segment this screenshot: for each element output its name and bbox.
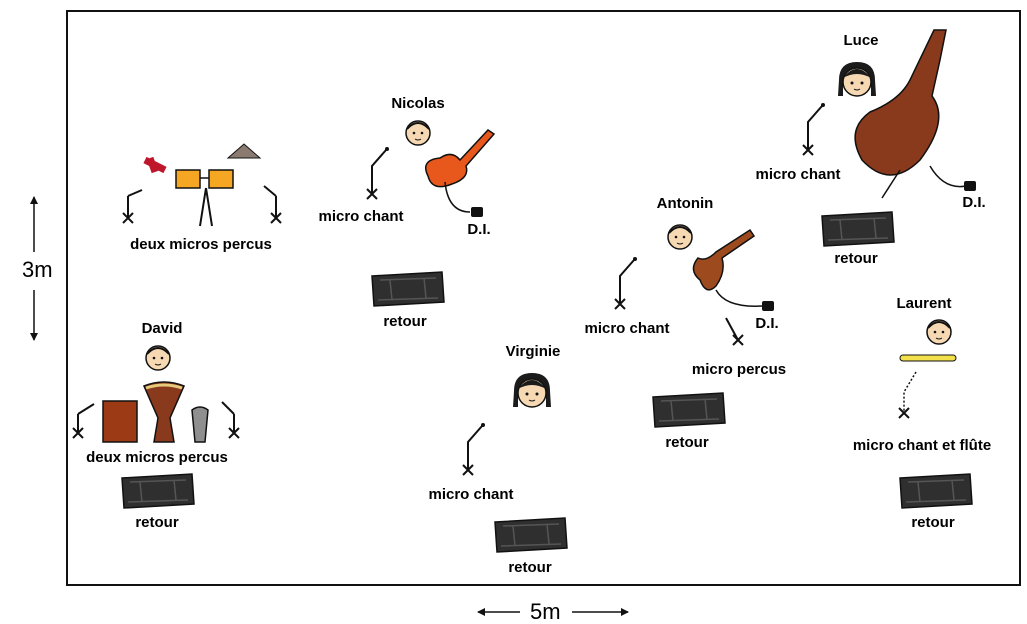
monitor-nicolas — [371, 271, 445, 307]
label-di-nicolas: D.I. — [467, 221, 491, 238]
name-virginie: Virginie — [505, 343, 561, 360]
label-micro-chant-antonin: micro chant — [584, 320, 670, 337]
label-di-luce: D.I. — [962, 194, 986, 211]
label-retour-luce: retour — [834, 250, 878, 267]
laurent-setup — [898, 319, 957, 419]
label-retour-laurent: retour — [911, 514, 955, 531]
name-david: David — [141, 320, 183, 337]
label-micro-chant-nicolas: micro chant — [318, 208, 404, 225]
width-label: 5m — [530, 599, 561, 624]
luce-setup — [802, 29, 976, 199]
virginie-setup — [462, 372, 552, 476]
monitor-david — [121, 473, 195, 509]
name-laurent: Laurent — [896, 295, 952, 312]
width-dimension-arrow — [477, 608, 629, 616]
label-retour-antonin: retour — [665, 434, 709, 451]
stage-area — [66, 10, 1021, 586]
percussion-set-david — [72, 345, 240, 443]
label-micro-chant-virginie: micro chant — [428, 486, 514, 503]
monitor-luce — [821, 211, 895, 247]
name-luce: Luce — [843, 32, 879, 49]
antonin-setup — [614, 224, 774, 346]
name-antonin: Antonin — [656, 195, 714, 212]
name-nicolas: Nicolas — [391, 95, 445, 112]
nicolas-setup — [366, 120, 496, 217]
height-dimension-arrow — [30, 196, 38, 341]
label-deux-micros-percus-top: deux micros percus — [130, 236, 272, 253]
label-di-antonin: D.I. — [755, 315, 779, 332]
label-retour-virginie: retour — [508, 559, 552, 576]
label-retour-david: retour — [135, 514, 179, 531]
label-micro-percus-antonin: micro percus — [691, 361, 787, 378]
label-retour-nicolas: retour — [383, 313, 427, 330]
monitor-laurent — [899, 473, 973, 509]
height-label: 3m — [22, 257, 53, 282]
label-micro-chant-luce: micro chant — [755, 166, 841, 183]
label-deux-micros-percus-david: deux micros percus — [86, 449, 228, 466]
percussion-set-top — [122, 143, 282, 227]
monitor-virginie — [494, 517, 568, 553]
label-micro-chant-flute-laurent: micro chant et flûte — [852, 437, 992, 454]
monitor-antonin — [652, 392, 726, 428]
